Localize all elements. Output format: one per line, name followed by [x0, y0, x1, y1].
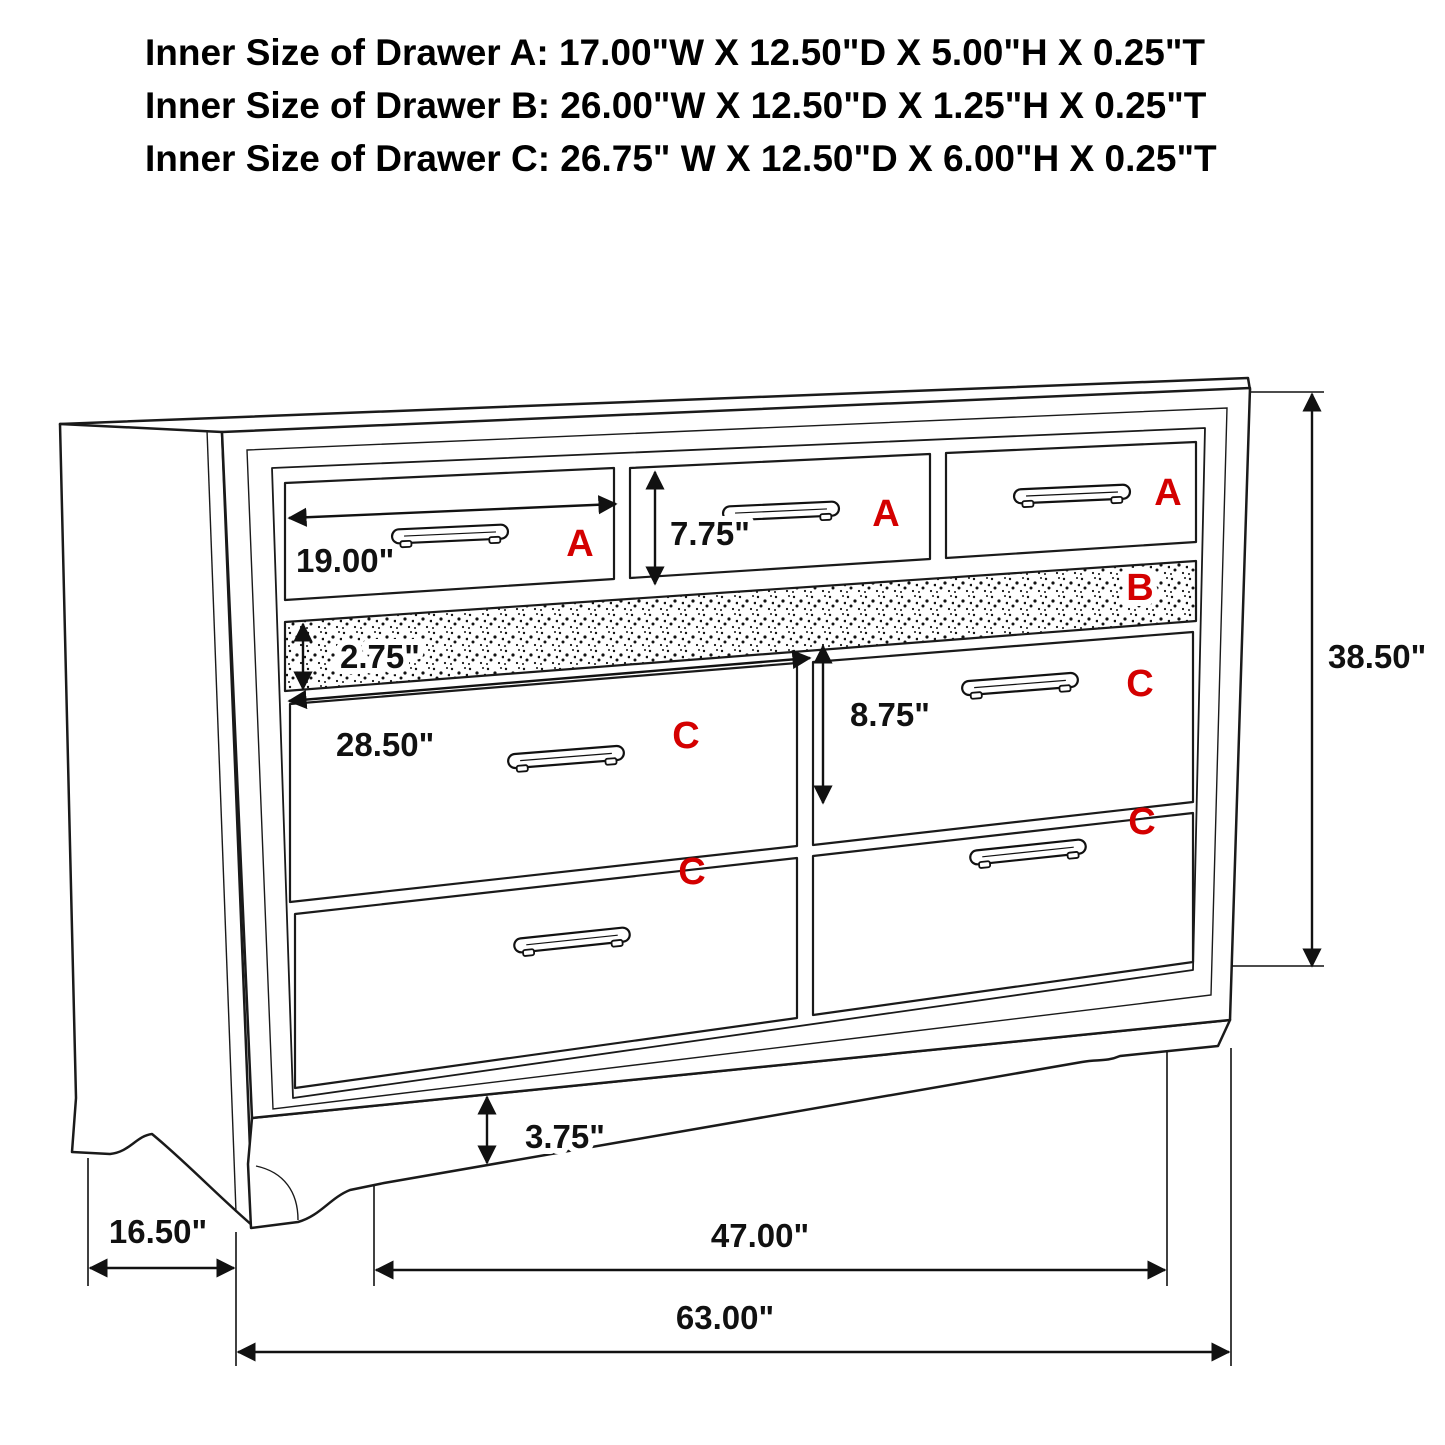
dim-lower-drawer-width-line — [287, 649, 812, 710]
dim-top-drawer-height-label: 7.75" — [670, 515, 750, 552]
dim-top-drawer-width-line — [287, 495, 618, 527]
front-frame-opening — [271, 427, 1206, 1099]
drawer-a1-label: A — [566, 523, 593, 565]
drawer-a2-label: A — [872, 493, 899, 535]
drawer-c-mid-left-label: C — [672, 715, 699, 757]
inner-size-header: Inner Size of Drawer A: 17.00"W X 12.50"… — [145, 26, 1217, 185]
drawer-c-bottom-right-label: C — [1128, 801, 1155, 843]
side-panel-edge-line — [206, 429, 237, 1213]
dim-top-drawer-width-label: 19.00" — [296, 542, 394, 579]
drawer-b-label: B — [1126, 567, 1153, 609]
dim-base-height-label: 3.75" — [525, 1118, 605, 1155]
drawer-c-bottom-left-label: C — [678, 851, 705, 893]
drawer-letter-labels: A A A B C C C C — [566, 472, 1181, 893]
dimension-lines — [87, 391, 1324, 1366]
drawer-c-bottom-right-front — [811, 811, 1195, 1017]
drawer-c-bottom-left-front — [293, 856, 799, 1090]
dim-overall-width-label: 63.00" — [676, 1299, 774, 1336]
inner-size-drawer-c: Inner Size of Drawer C: 26.75" W X 12.50… — [145, 138, 1217, 179]
dim-lower-drawer-width-label: 28.50" — [336, 726, 434, 763]
dimension-labels: 19.00" 7.75" 2.75" 28.50" 8.75" 38.50" 3… — [109, 509, 1426, 1336]
dim-lower-drawer-height-label: 8.75" — [850, 696, 930, 733]
front-frame-bevel — [246, 407, 1228, 1110]
left-foot-contour — [255, 1165, 299, 1221]
inner-size-drawer-b: Inner Size of Drawer B: 26.00"W X 12.50"… — [145, 85, 1207, 126]
drawer-c-mid-right-label: C — [1126, 663, 1153, 705]
drawer-c-mid-right-front — [811, 630, 1195, 847]
cabinet-left-side-panel — [58, 422, 255, 1228]
dim-foot-span-label: 47.00" — [711, 1217, 809, 1254]
drawer-a3-label: A — [1154, 472, 1181, 514]
cabinet-base-and-feet — [246, 1018, 1232, 1230]
dim-overall-height-label: 38.50" — [1328, 638, 1426, 675]
inner-size-drawer-a: Inner Size of Drawer A: 17.00"W X 12.50"… — [145, 32, 1205, 73]
dim-depth-label: 16.50" — [109, 1213, 207, 1250]
dim-tray-height-label: 2.75" — [340, 638, 420, 675]
